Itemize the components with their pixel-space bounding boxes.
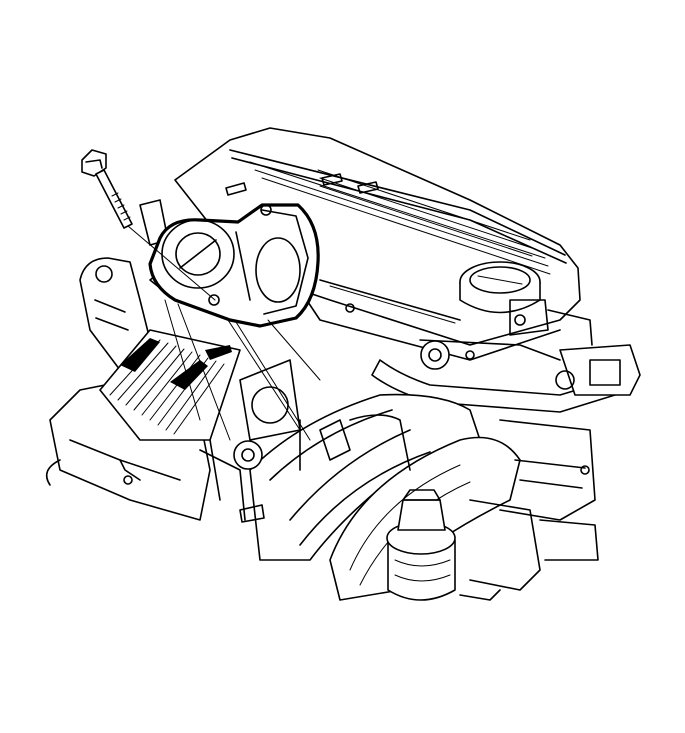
explode-lines bbox=[127, 225, 321, 441]
throttle-body bbox=[148, 203, 320, 328]
fasteners bbox=[123, 303, 590, 523]
oil-filter-housing bbox=[386, 489, 541, 601]
oil-fill-cap bbox=[459, 261, 541, 314]
throttle-body-bolt bbox=[81, 149, 133, 229]
intake-manifold bbox=[233, 393, 521, 601]
engine-control-module bbox=[99, 329, 301, 441]
